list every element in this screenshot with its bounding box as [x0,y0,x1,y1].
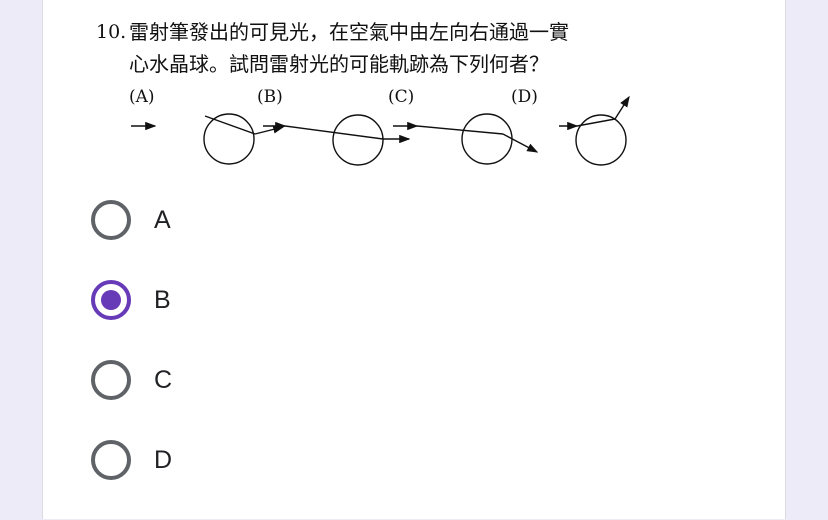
answer-options: A B C D [91,200,491,520]
option-label-b: B [154,286,171,314]
figure-label-b: (B) [257,87,283,107]
figure-label-a: (A) [129,87,155,107]
figure-diagram-c [393,113,539,165]
figure-diagram-a [131,113,285,165]
figure-diagram-d [559,95,630,166]
figure-label-c: (C) [388,87,414,107]
option-label-c: C [154,366,173,394]
option-label-a: A [154,206,171,234]
question-text-line-2: 心水晶球。試問雷射光的可能軌跡為下列何者？ [129,52,549,76]
option-label-d: D [154,446,173,474]
option-d[interactable]: D [91,440,491,520]
question-number: 10. [96,21,127,43]
radio-button-d[interactable] [91,440,131,480]
question-block: 10. 雷射筆發出的可見光，在空氣中由左向右通過一實 心水晶球。試問雷射光的可能… [96,16,636,80]
option-c[interactable]: C [91,360,491,440]
question-card: 10. 雷射筆發出的可見光，在空氣中由左向右通過一實 心水晶球。試問雷射光的可能… [42,0,786,519]
radio-button-c[interactable] [91,360,131,400]
question-figure: (A) (B) (C) (D) [129,87,630,166]
figure-diagram-b [263,114,411,166]
option-a[interactable]: A [91,200,491,280]
question-text-line-1: 雷射筆發出的可見光，在空氣中由左向右通過一實 [129,20,569,44]
radio-button-b[interactable] [91,280,131,320]
figure-label-d: (D) [511,87,538,107]
radio-button-a[interactable] [91,200,131,240]
option-b[interactable]: B [91,280,491,360]
question-text: 雷射筆發出的可見光，在空氣中由左向右通過一實 心水晶球。試問雷射光的可能軌跡為下… [96,16,636,80]
